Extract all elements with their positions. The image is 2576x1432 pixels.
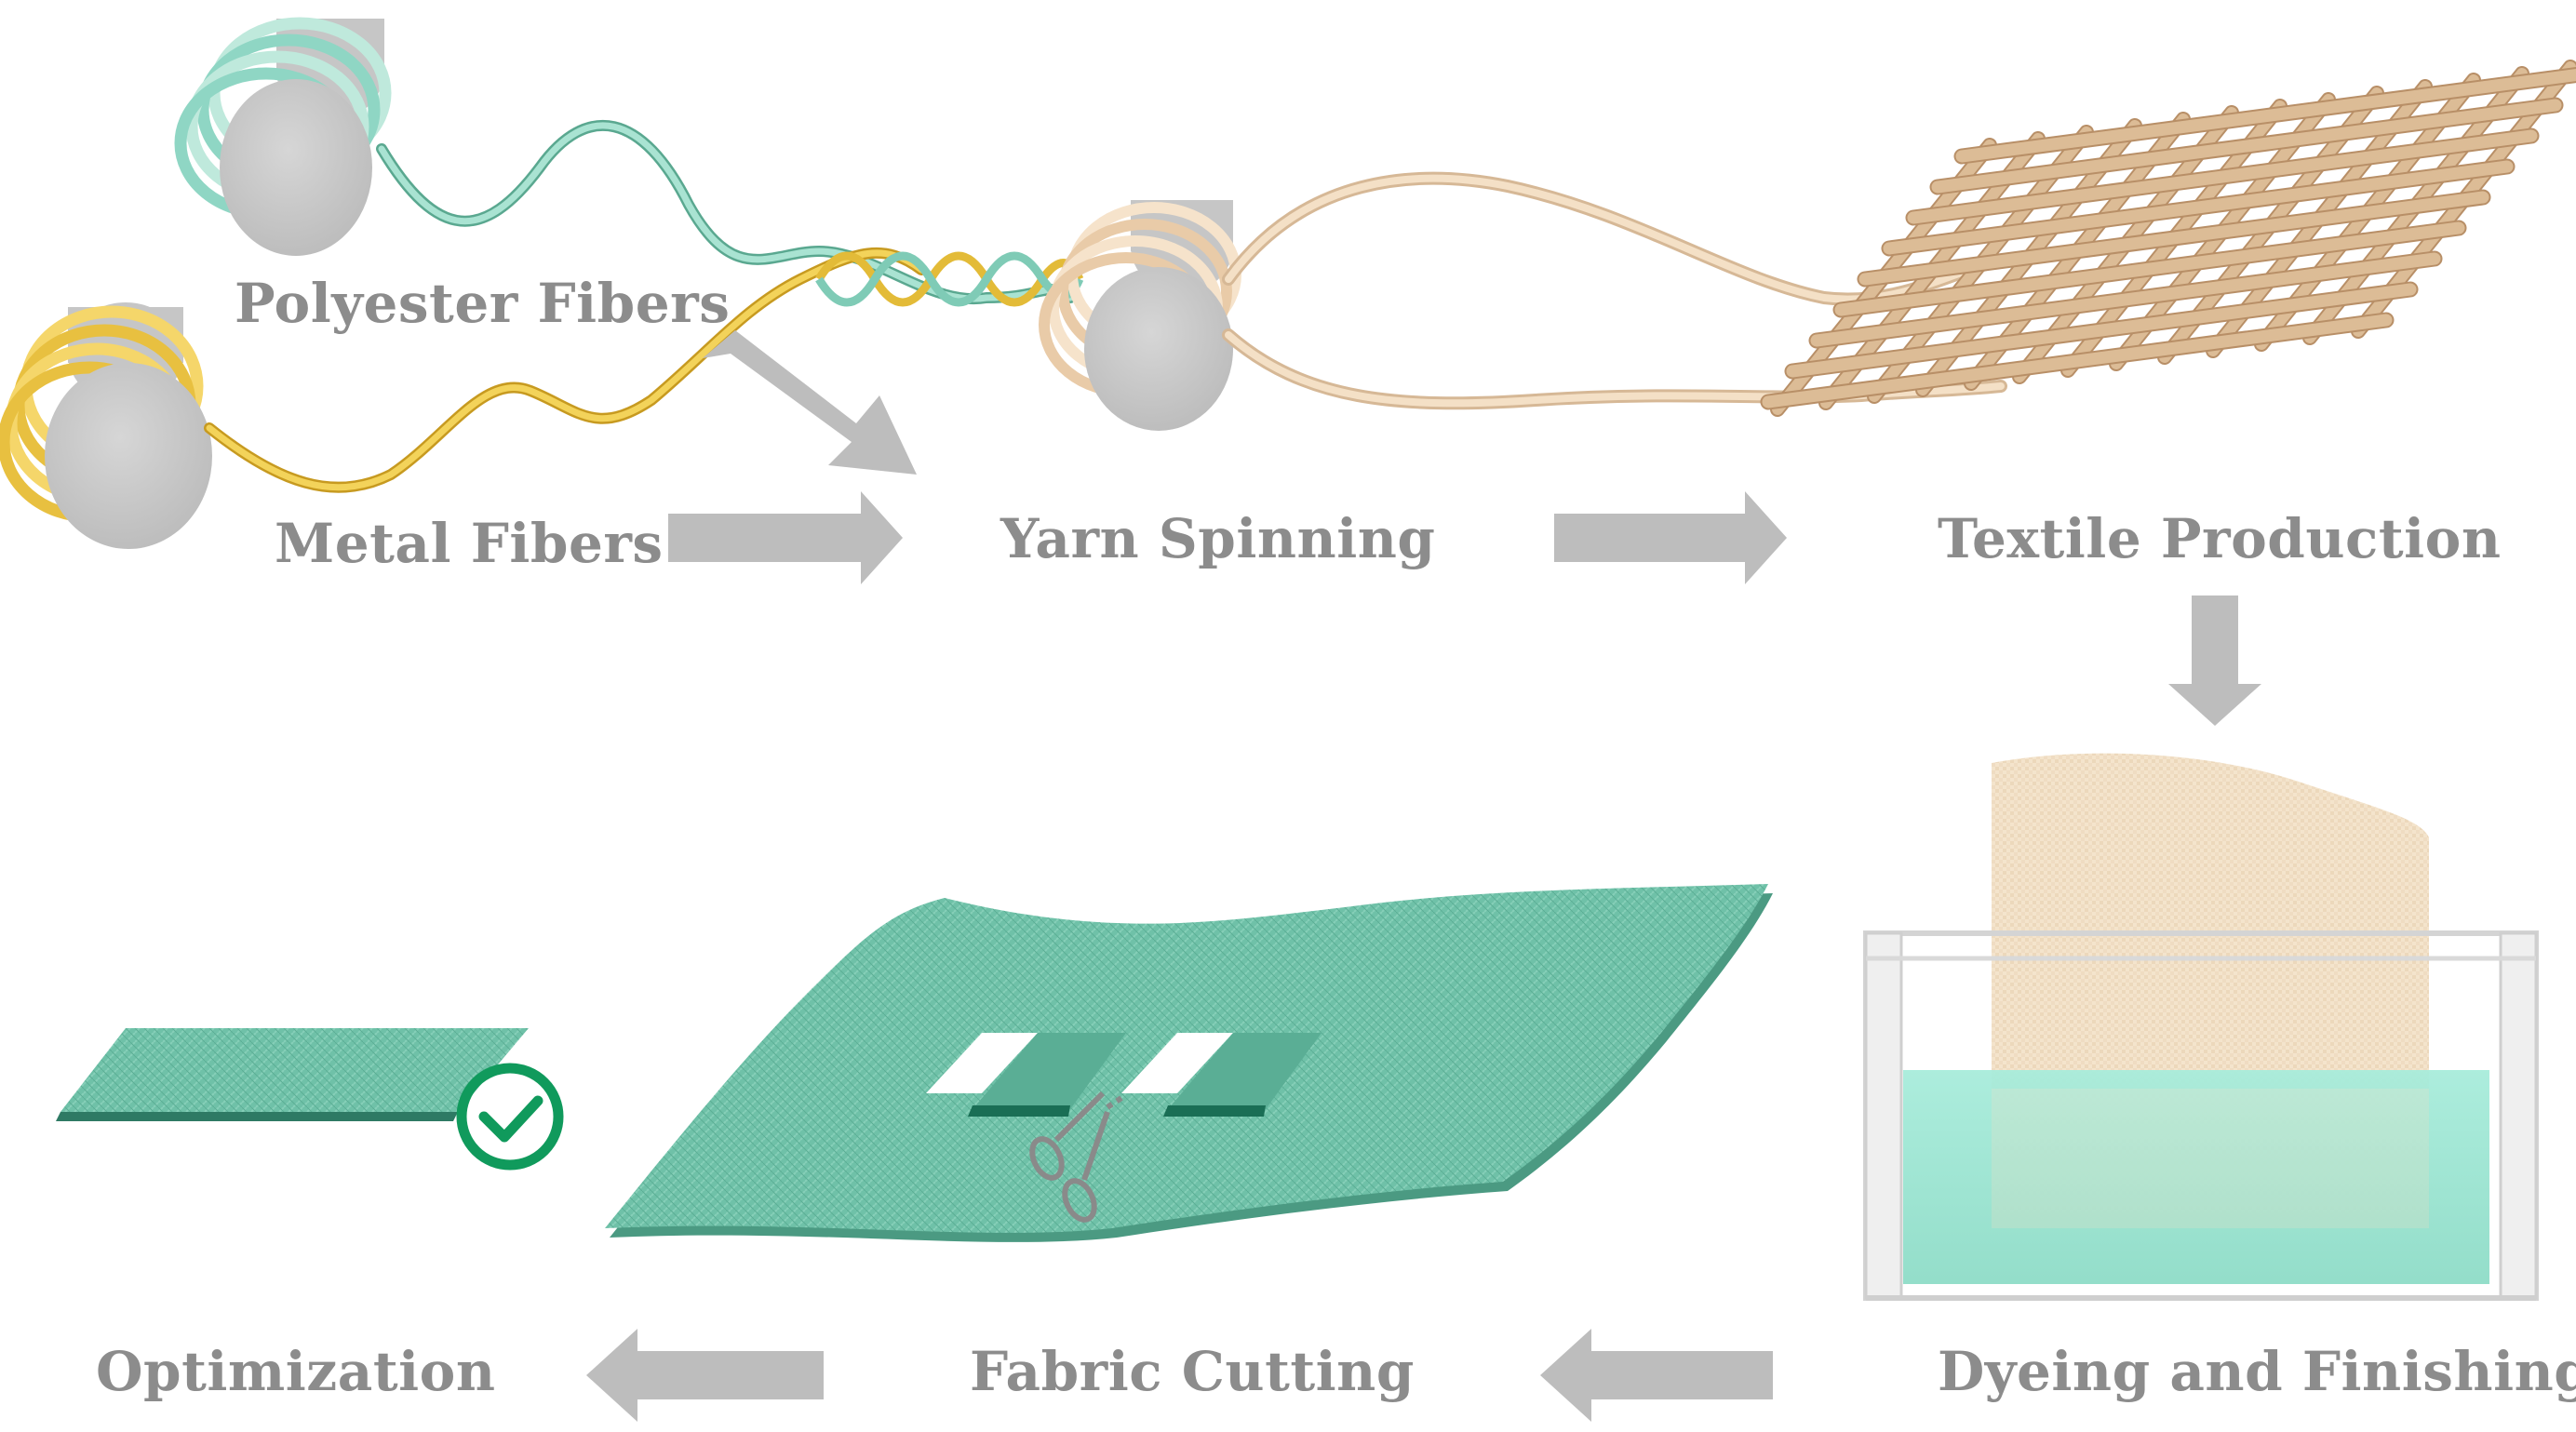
label-dyeing-and-finishing: Dyeing and Finishing xyxy=(1938,1340,2576,1403)
polyester-fiber xyxy=(376,119,1076,305)
green-fabric-sheet xyxy=(605,884,1773,1242)
label-fabric-cutting: Fabric Cutting xyxy=(970,1340,1415,1403)
label-metal-fibers: Metal Fibers xyxy=(275,512,664,575)
optimized-strips xyxy=(56,1028,529,1121)
checkmark-icon xyxy=(456,1063,564,1171)
label-optimization: Optimization xyxy=(96,1340,496,1403)
arrow-metal-to-yarn xyxy=(668,491,903,584)
metal-spool xyxy=(0,302,212,549)
label-yarn-spinning: Yarn Spinning xyxy=(1000,507,1436,570)
twisted-yarn-segment xyxy=(815,251,1084,307)
dyeing-container xyxy=(1863,753,2539,1301)
woven-textile xyxy=(1760,60,2576,417)
arrow-polyester-to-yarn xyxy=(703,330,917,475)
label-polyester-fibers: Polyester Fibers xyxy=(235,272,731,335)
metal-fiber xyxy=(204,247,927,493)
arrow-cutting-to-optimization xyxy=(586,1329,824,1422)
label-textile-production: Textile Production xyxy=(1938,507,2502,570)
arrow-dyeing-to-cutting xyxy=(1540,1329,1773,1422)
scissors-icon xyxy=(1029,1091,1123,1223)
polyester-spool xyxy=(174,17,392,256)
yarn-strands xyxy=(1222,171,2007,410)
yarn-spool xyxy=(1039,200,1241,431)
arrow-yarn-to-textile xyxy=(1554,491,1787,584)
arrow-textile-to-dyeing xyxy=(2168,596,2261,726)
